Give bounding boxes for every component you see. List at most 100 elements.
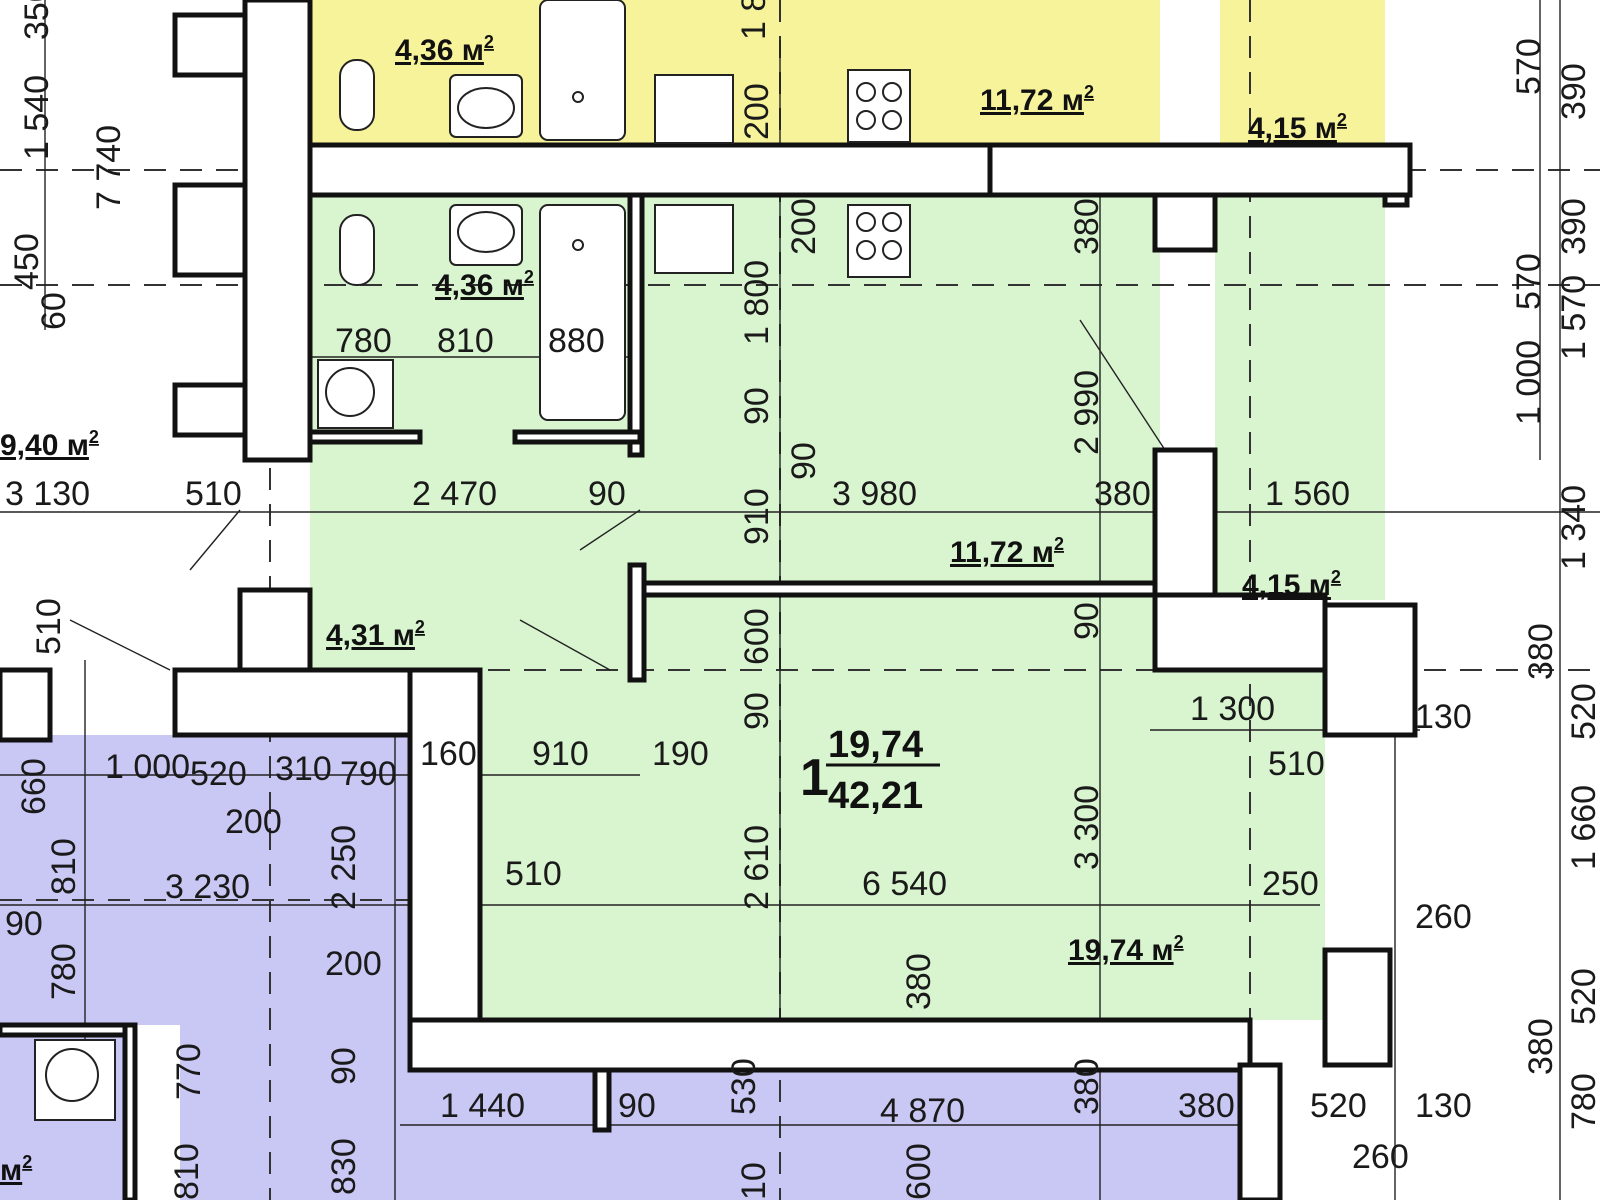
dim-380-lower: 380	[1178, 1087, 1235, 1125]
unit-total-area: 42,21	[828, 775, 923, 817]
wall-partition-strip	[987, 142, 1413, 198]
dim-7740: 7 740	[90, 125, 128, 210]
dim-310: 310	[275, 750, 332, 788]
dim-90-purple2: 90	[325, 1047, 363, 1085]
dim-790: 790	[340, 755, 397, 793]
dim-90-k2: 90	[785, 442, 823, 480]
dim-910-k: 910	[738, 488, 776, 545]
stove-upper-icon	[847, 69, 911, 143]
dim-910: 910	[532, 735, 589, 773]
dim-200-purple2: 200	[325, 945, 382, 983]
dim-520-lower: 520	[1310, 1087, 1367, 1125]
area-sup: 2	[1084, 82, 1094, 102]
area-sup: 2	[89, 427, 99, 447]
burner-7-icon	[856, 240, 876, 260]
dim-90-lower: 90	[618, 1087, 656, 1125]
purple-lower3-fill	[415, 1070, 1245, 1200]
wall-balcony-left	[1152, 192, 1218, 253]
dim-880: 880	[548, 322, 605, 360]
dim-520-r2: 520	[1565, 968, 1600, 1025]
dim-380-r: 380	[1522, 623, 1560, 680]
dim-190: 190	[652, 735, 709, 773]
toilet-upper-icon	[339, 59, 375, 131]
unit-label: 1 19,74 42,21	[800, 724, 940, 817]
dim-780: 780	[335, 322, 392, 360]
wall-left-lower	[0, 667, 53, 743]
area-hall-value: 4,31 м	[326, 619, 415, 652]
dim-570-b: 570	[1510, 253, 1548, 310]
dim-1340: 1 340	[1555, 485, 1593, 570]
dim-530: 530	[725, 1058, 763, 1115]
dim-3230: 3 230	[165, 868, 250, 906]
area-sup: 2	[1337, 110, 1347, 130]
dim-90-k1: 90	[738, 387, 776, 425]
pier-2	[172, 182, 248, 278]
washing-machine-purple-drum-icon	[45, 1048, 99, 1102]
dim-60: 60	[35, 292, 73, 330]
dim-2470: 2 470	[412, 475, 497, 513]
unit-number: 1	[800, 749, 829, 807]
unit-living-area: 19,74	[828, 724, 923, 766]
area-sup: 2	[415, 617, 425, 637]
pier-3	[172, 382, 248, 438]
area-hall: 4,31 м2	[326, 617, 425, 652]
area-kitchen-upper: 11,72 м2	[980, 82, 1094, 117]
dim-600: 600	[738, 608, 776, 665]
dim-780-r: 780	[1565, 1073, 1600, 1130]
dim-90-living2: 90	[738, 692, 776, 730]
column-left	[242, 0, 313, 463]
dim-510-left: 510	[505, 855, 562, 893]
dim-1570: 1 570	[1555, 275, 1593, 360]
dim-1800: 1 800	[738, 260, 776, 345]
dim-810-low: 810	[168, 1143, 206, 1200]
dim-380-r2: 380	[1522, 1018, 1560, 1075]
wall-purple-2	[122, 1022, 138, 1200]
wall-living-right2	[1322, 602, 1418, 738]
dim-200: 200	[785, 198, 823, 255]
dim-380: 380	[1094, 475, 1151, 513]
burner-4-icon	[882, 110, 902, 130]
dim-2610: 2 610	[738, 825, 776, 910]
dim-380-k: 380	[1068, 198, 1106, 255]
area-balcony-upper: 4,15 м2	[1248, 110, 1347, 145]
dim-3300: 3 300	[1068, 785, 1106, 870]
yellow-unit-balcony-fill	[1220, 0, 1385, 145]
dim-200-upper: 200	[738, 83, 776, 140]
wall-bath-kitchen	[627, 192, 645, 458]
burner-5-icon	[856, 212, 876, 232]
green-balcony-fill	[1215, 195, 1385, 600]
area-bath-upper: 4,36 м2	[395, 32, 494, 67]
walls	[0, 0, 1418, 1200]
dim-520-r: 520	[1565, 683, 1600, 740]
dim-510-door: 510	[30, 598, 68, 655]
burner-1-icon	[856, 82, 876, 102]
dim-390: 390	[1555, 63, 1593, 120]
area-balcony-upper-value: 4,15 м	[1248, 112, 1337, 145]
dim-380-living: 380	[900, 953, 938, 1010]
dim-570: 570	[1510, 38, 1548, 95]
dim-1660: 1 660	[1565, 785, 1600, 870]
burner-2-icon	[882, 82, 902, 102]
dim-510-right: 510	[1268, 745, 1325, 783]
dim-3130: 3 130	[5, 475, 90, 513]
dim-3980: 3 980	[832, 475, 917, 513]
area-sup: 2	[524, 267, 534, 287]
area-bath-value: 4,36 м	[435, 269, 524, 302]
dim-1000-bal: 1 000	[1510, 340, 1548, 425]
wall-bath-bottom2	[512, 429, 643, 445]
dim-510: 510	[185, 475, 242, 513]
area-balcony-value: 4,15 м	[1242, 569, 1331, 602]
dim-260-lower: 260	[1352, 1138, 1409, 1176]
area-kitchen: 11,72 м2	[950, 534, 1064, 569]
bathtub-drain-upper-icon	[572, 91, 584, 103]
dim-260: 260	[1415, 898, 1472, 936]
dim-18: 1 8	[735, 0, 773, 40]
area-sup: 2	[1331, 567, 1341, 587]
burner-3-icon	[856, 110, 876, 130]
wall-living-bottom	[407, 1017, 1253, 1073]
area-sup: 2	[1174, 932, 1184, 952]
dim-810: 810	[437, 322, 494, 360]
area-living-value: 19,74 м	[1068, 934, 1174, 967]
